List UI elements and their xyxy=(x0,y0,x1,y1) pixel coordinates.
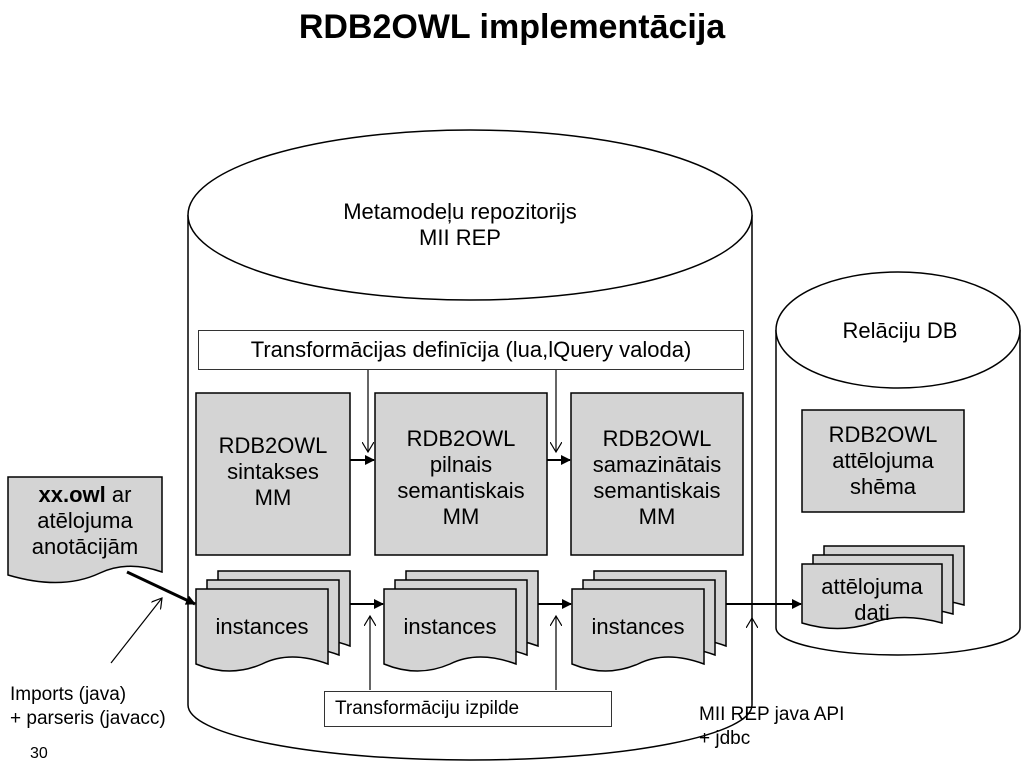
full-semantic-mm-label: RDB2OWL pilnais semantiskais MM xyxy=(397,426,525,529)
repository-label: Metamodeļu repozitorijs MII REP xyxy=(250,199,670,251)
arrow-owl-instances xyxy=(126,570,196,606)
page-number: 30 xyxy=(30,745,48,762)
repository-label-line2: MII REP xyxy=(419,225,501,250)
owl-document-label: xx.owl ar atēlojuma anotācijām xyxy=(31,482,139,559)
owl-document-shape xyxy=(7,476,163,584)
instances-stack-2 xyxy=(383,570,539,672)
reduced-semantic-mm-box xyxy=(570,392,744,556)
syntax-mm-label: RDB2OWL sintakses MM xyxy=(218,433,328,510)
repository-label-line1: Metamodeļu repozitorijs xyxy=(343,199,577,224)
owl-file-name: xx.owl xyxy=(38,482,106,507)
transformation-definition-box: Transformācijas definīcija (lua,lQuery v… xyxy=(198,330,744,370)
mapping-schema-label: RDB2OWL attēlojuma shēma xyxy=(828,422,938,499)
instances-stack-3 xyxy=(571,570,727,672)
relational-db-label: Relāciju DB xyxy=(842,318,958,343)
full-semantic-mm-box xyxy=(374,392,548,556)
page-title: RDB2OWL implementācija xyxy=(298,8,726,46)
reduced-semantic-mm-label: RDB2OWL samazinātais semantiskais MM xyxy=(592,426,722,529)
instances-label-2: instances xyxy=(403,614,497,639)
transformation-execution-box: Transformāciju izpilde xyxy=(324,691,612,727)
instances-stack-1 xyxy=(195,570,351,672)
imports-note: Imports (java) + parseris (javacc) xyxy=(10,684,166,729)
api-note: MII REP java API + jdbc xyxy=(699,704,845,749)
mapping-schema-box xyxy=(801,409,965,513)
syntax-mm-box xyxy=(195,392,351,556)
arrow-imports xyxy=(110,598,162,664)
instances-label-1: instances xyxy=(215,614,309,639)
instances-label-3: instances xyxy=(591,614,685,639)
mapping-data-label: attēlojuma dati xyxy=(821,574,923,625)
mapping-data-stack xyxy=(801,545,965,630)
